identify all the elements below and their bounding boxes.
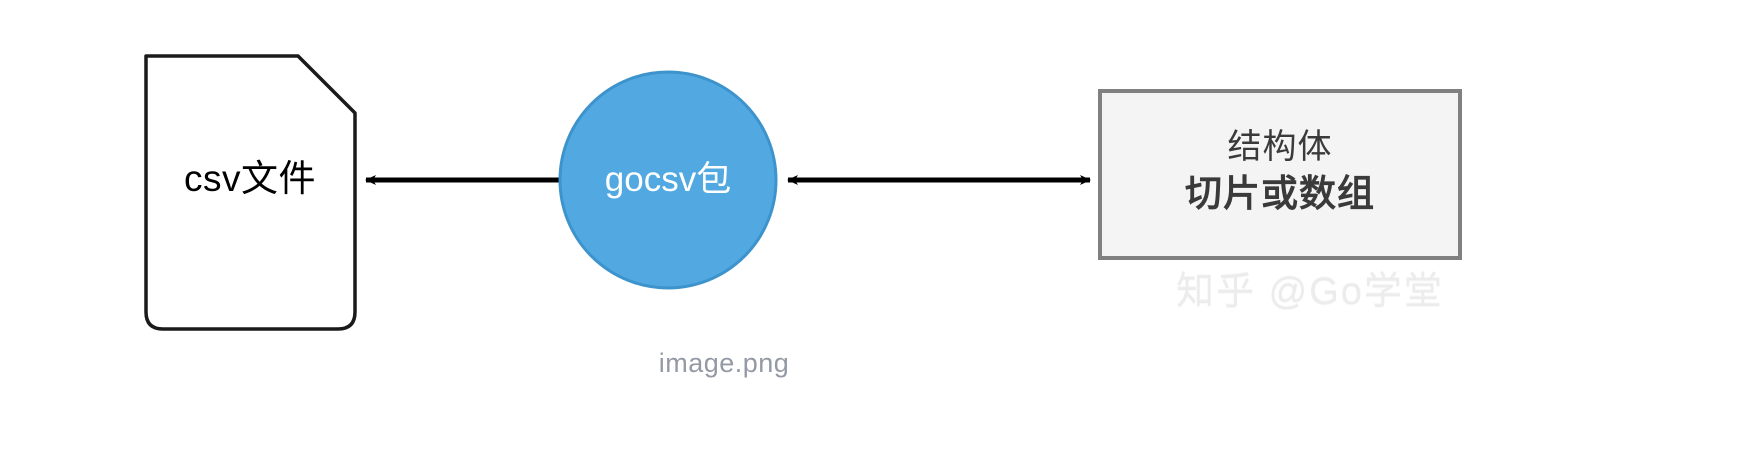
gocsv-package-node[interactable]: [558, 70, 778, 290]
image-filename-caption: image.png: [658, 348, 790, 378]
csv-file-label: csv文件: [184, 158, 316, 199]
struct-slice-array-node[interactable]: [1098, 89, 1462, 260]
struct-slice-array-label: 结构体 切片或数组: [1100, 126, 1460, 217]
struct-label-line-1: 结构体: [1227, 128, 1333, 166]
struct-label-line-2: 切片或数组: [1185, 172, 1375, 214]
csv-file-node[interactable]: [144, 54, 357, 331]
gocsv-package-label: gocsv包: [604, 160, 732, 199]
watermark-text: 知乎 @Go学堂: [1176, 271, 1444, 313]
